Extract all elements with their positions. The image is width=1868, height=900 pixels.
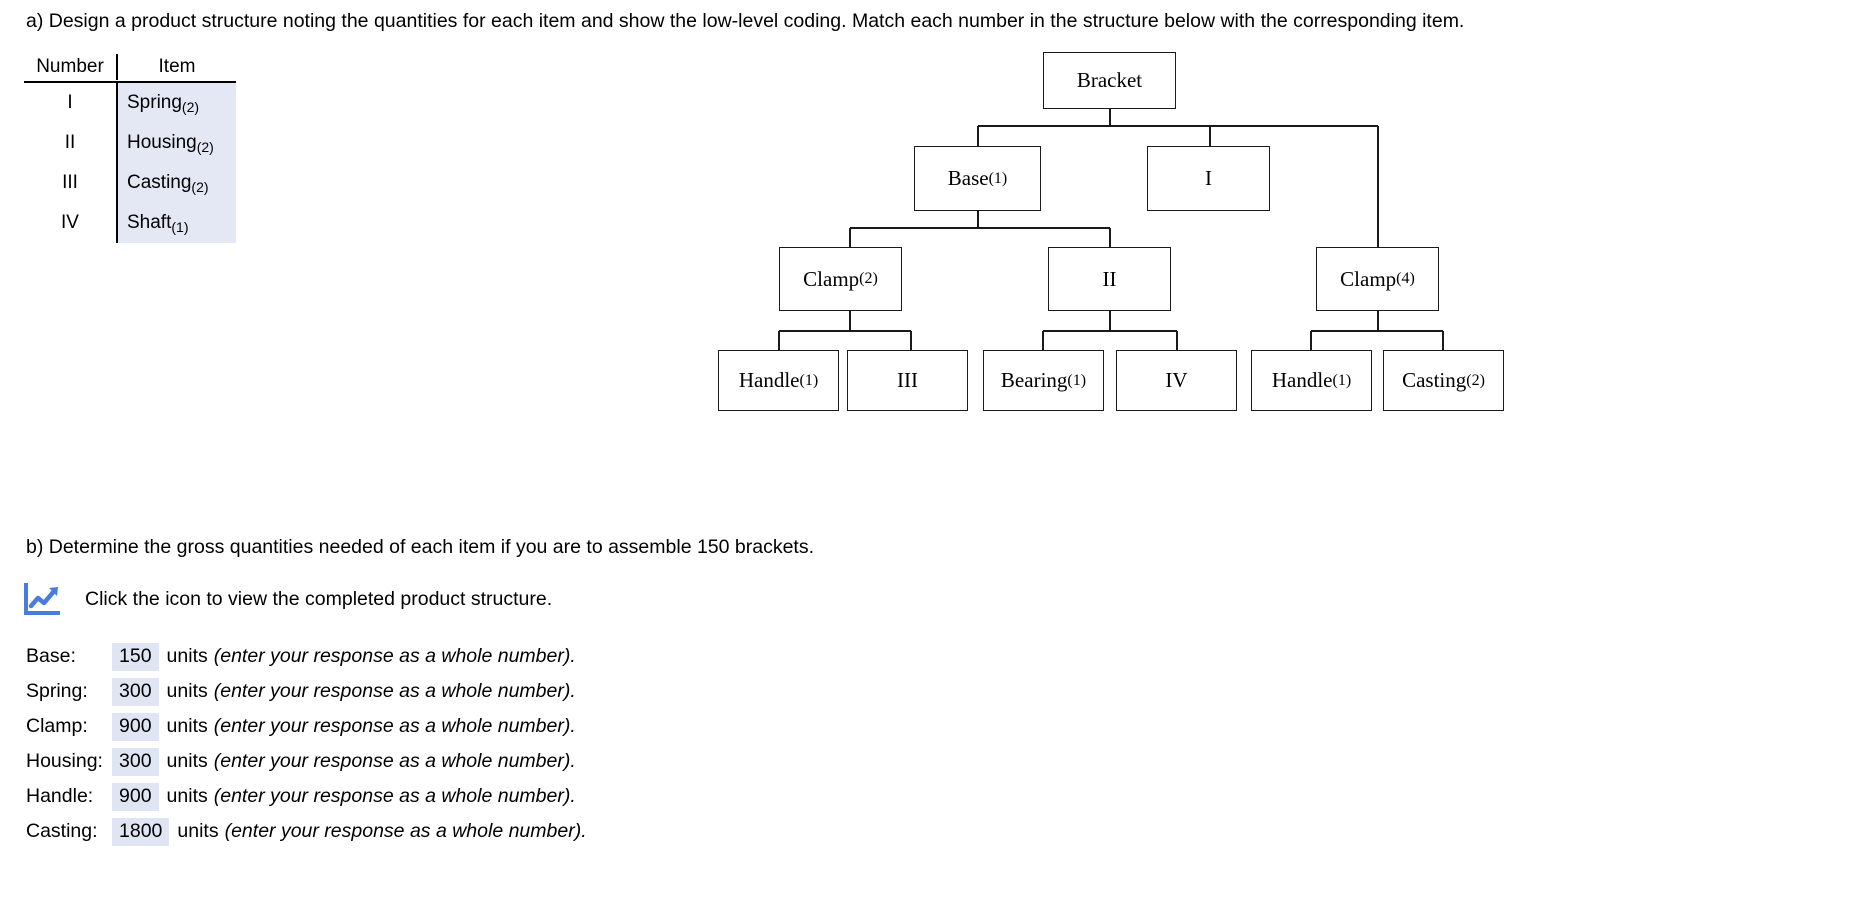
product-structure-link-row[interactable]: Click the icon to view the completed pro… bbox=[22, 580, 552, 618]
answer-label: Clamp: bbox=[26, 715, 88, 737]
tree-node-roman-i[interactable]: I bbox=[1147, 146, 1270, 211]
tree-node-casting[interactable]: Casting(2) bbox=[1383, 350, 1504, 411]
answer-row-spring: Spring: 300 units (enter your response a… bbox=[26, 678, 587, 713]
product-structure-link-caption[interactable]: Click the icon to view the completed pro… bbox=[85, 587, 553, 610]
answer-units: units bbox=[166, 785, 208, 807]
legend-cell-item: Shaft(1) bbox=[116, 203, 236, 243]
tree-node-qty: (1) bbox=[799, 371, 819, 389]
legend-header-item: Item bbox=[116, 54, 236, 80]
tree-node-qty: (2) bbox=[1466, 371, 1485, 389]
tree-node-qty: (2) bbox=[859, 270, 878, 287]
tree-node-label: Clamp bbox=[1340, 266, 1397, 291]
table-row: I Spring(2) bbox=[24, 83, 236, 123]
tree-node-label: Base bbox=[947, 166, 989, 190]
legend-cell-item: Housing(2) bbox=[116, 123, 236, 163]
legend-item-qty: (2) bbox=[191, 179, 209, 195]
number-item-legend-table: Number Item I Spring(2) II Housing(2) II… bbox=[24, 54, 236, 243]
line-chart-icon[interactable] bbox=[22, 580, 64, 618]
answer-input-spring[interactable]: 300 bbox=[112, 678, 159, 706]
tree-node-clamp-4[interactable]: Clamp(4) bbox=[1316, 247, 1439, 311]
tree-node-clamp-2[interactable]: Clamp(2) bbox=[779, 247, 902, 311]
tree-node-base[interactable]: Base(1) bbox=[914, 146, 1041, 211]
answer-row-clamp: Clamp: 900 units (enter your response as… bbox=[26, 713, 587, 748]
answer-label: Base: bbox=[26, 645, 76, 667]
tree-node-qty: (1) bbox=[1332, 371, 1352, 389]
tree-node-label: Clamp bbox=[803, 266, 860, 291]
tree-node-bearing[interactable]: Bearing(1) bbox=[983, 350, 1104, 411]
answer-row-casting: Casting: 1800 units (enter your response… bbox=[26, 818, 587, 853]
answer-label: Handle: bbox=[26, 785, 94, 807]
answer-input-clamp[interactable]: 900 bbox=[112, 713, 159, 741]
tree-node-qty: (4) bbox=[1396, 270, 1415, 287]
tree-node-label: Handle bbox=[1271, 368, 1333, 392]
gross-quantity-answers: Base: 150 units (enter your response as … bbox=[26, 643, 587, 853]
answer-units: units bbox=[166, 715, 208, 737]
tree-node-handle-b[interactable]: Handle(1) bbox=[1251, 350, 1372, 411]
legend-item-name: Housing bbox=[127, 132, 197, 153]
legend-header-number: Number bbox=[36, 56, 104, 77]
answer-units: units bbox=[166, 645, 208, 667]
tree-node-label: Bearing bbox=[1000, 368, 1068, 392]
tree-node-label: Handle bbox=[738, 368, 800, 392]
tree-node-qty: (1) bbox=[1067, 371, 1087, 389]
legend-cell-number: IV bbox=[61, 212, 79, 233]
table-row: II Housing(2) bbox=[24, 123, 236, 163]
answer-units: units bbox=[166, 680, 208, 702]
legend-item-name: Spring bbox=[127, 92, 182, 113]
answer-row-base: Base: 150 units (enter your response as … bbox=[26, 643, 587, 678]
answer-units: units bbox=[166, 750, 208, 772]
tree-node-handle-a[interactable]: Handle(1) bbox=[718, 350, 839, 411]
answer-label: Casting: bbox=[26, 820, 98, 842]
legend-body: I Spring(2) II Housing(2) III Casting(2)… bbox=[24, 83, 236, 243]
legend-cell-number: III bbox=[62, 172, 78, 193]
tree-node-label: I bbox=[1205, 166, 1212, 190]
tree-node-qty: (1) bbox=[988, 169, 1008, 187]
legend-cell-item: Casting(2) bbox=[116, 163, 236, 203]
legend-item-qty: (2) bbox=[196, 139, 214, 155]
answer-hint: (enter your response as a whole number). bbox=[213, 680, 576, 702]
answer-row-handle: Handle: 900 units (enter your response a… bbox=[26, 783, 587, 818]
answer-input-housing[interactable]: 300 bbox=[112, 748, 159, 776]
answer-hint: (enter your response as a whole number). bbox=[213, 645, 576, 667]
tree-node-label: III bbox=[897, 368, 918, 392]
legend-item-name: Shaft bbox=[127, 212, 172, 233]
legend-item-qty: (1) bbox=[171, 219, 189, 235]
answer-label: Spring: bbox=[26, 680, 88, 702]
tree-node-label: Casting bbox=[1402, 368, 1467, 392]
tree-node-label: II bbox=[1102, 266, 1117, 291]
tree-node-bracket[interactable]: Bracket bbox=[1043, 52, 1176, 109]
answer-hint: (enter your response as a whole number). bbox=[224, 820, 587, 842]
legend-header-row: Number Item bbox=[24, 54, 236, 83]
product-structure-tree: Bracket Base(1) I Clamp(2) II Clamp(4) H… bbox=[718, 52, 1504, 411]
table-row: IV Shaft(1) bbox=[24, 203, 236, 243]
answer-input-handle[interactable]: 900 bbox=[112, 783, 159, 811]
legend-item-qty: (2) bbox=[181, 99, 200, 115]
answer-hint: (enter your response as a whole number). bbox=[213, 785, 576, 807]
tree-node-roman-ii[interactable]: II bbox=[1048, 247, 1171, 311]
tree-node-roman-iv[interactable]: IV bbox=[1116, 350, 1237, 411]
answer-input-base[interactable]: 150 bbox=[112, 643, 159, 671]
tree-node-roman-iii[interactable]: III bbox=[847, 350, 968, 411]
table-row: III Casting(2) bbox=[24, 163, 236, 203]
answer-hint: (enter your response as a whole number). bbox=[213, 715, 576, 737]
legend-item-name: Casting bbox=[127, 172, 192, 193]
answer-label: Housing: bbox=[26, 750, 103, 772]
answer-units: units bbox=[177, 820, 219, 842]
legend-cell-number: II bbox=[64, 132, 76, 153]
part-a-prompt: a) Design a product structure noting the… bbox=[26, 10, 1465, 32]
tree-node-label: IV bbox=[1165, 368, 1188, 392]
legend-cell-item: Spring(2) bbox=[116, 83, 236, 123]
tree-node-label: Bracket bbox=[1076, 68, 1143, 92]
answer-hint: (enter your response as a whole number). bbox=[213, 750, 576, 772]
part-b-prompt: b) Determine the gross quantities needed… bbox=[26, 536, 815, 558]
legend-cell-number: I bbox=[67, 92, 73, 113]
answer-row-housing: Housing: 300 units (enter your response … bbox=[26, 748, 587, 783]
answer-input-casting[interactable]: 1800 bbox=[112, 818, 170, 846]
